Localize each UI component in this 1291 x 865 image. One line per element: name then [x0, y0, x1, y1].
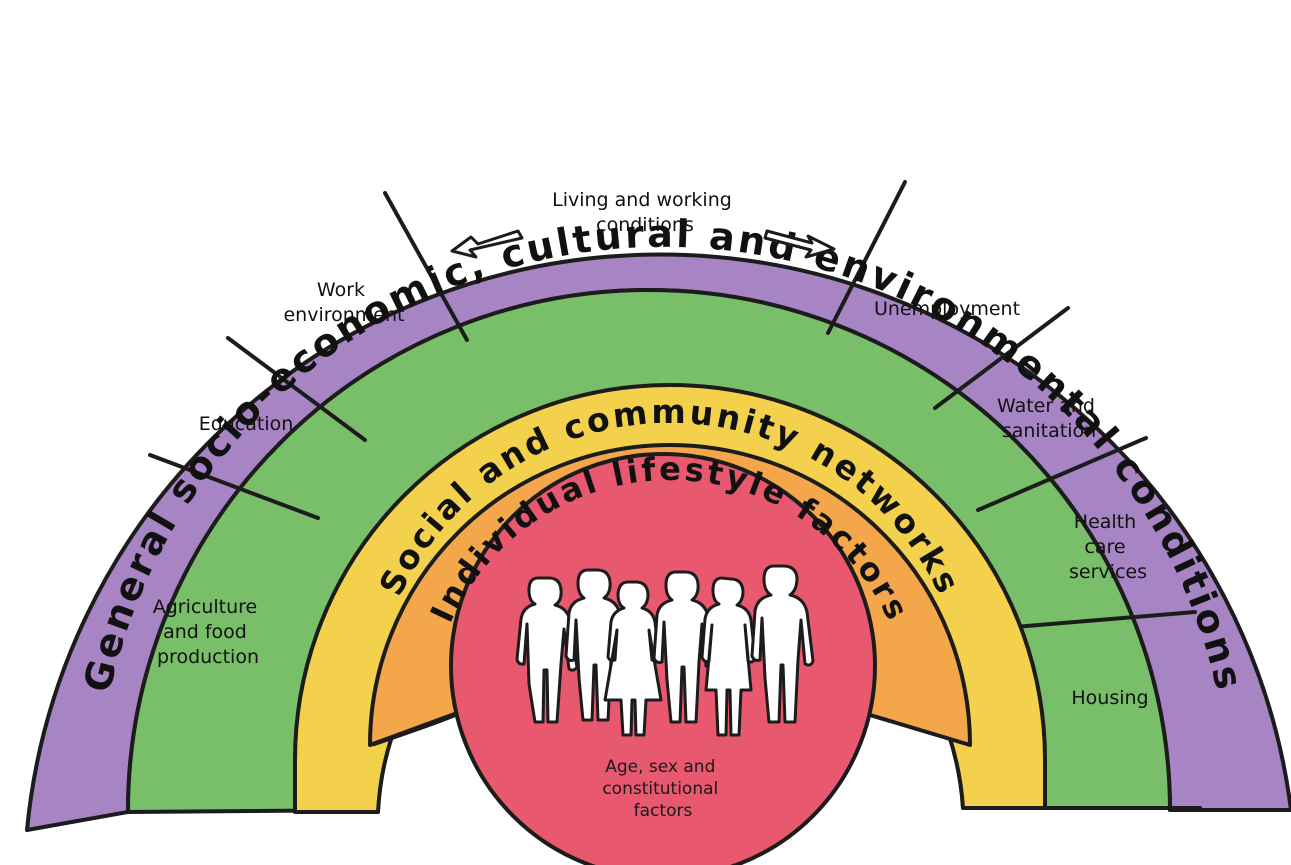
sector-unemployment-label: Unemployment: [874, 298, 1020, 320]
double-direction-arrows-icon: [450, 229, 836, 259]
sector-housing-label: Housing: [1071, 687, 1148, 709]
group-of-people-silhouettes-icon: [515, 564, 815, 737]
core-factors-label: Age, sex and constitutional factors: [602, 757, 723, 821]
sector-water-sanitation-label: Water and sanitation: [997, 395, 1101, 442]
sector-health-care-label: Health care services: [1069, 511, 1147, 583]
sector-dividers: [148, 180, 1197, 630]
sector-agriculture-label: Agriculture and food production: [153, 596, 264, 668]
sector-education-label: Education: [199, 413, 294, 435]
sector-living-working-label: Living and working conditions: [552, 189, 738, 236]
sector-work-environment-label: Work environment: [283, 279, 404, 326]
